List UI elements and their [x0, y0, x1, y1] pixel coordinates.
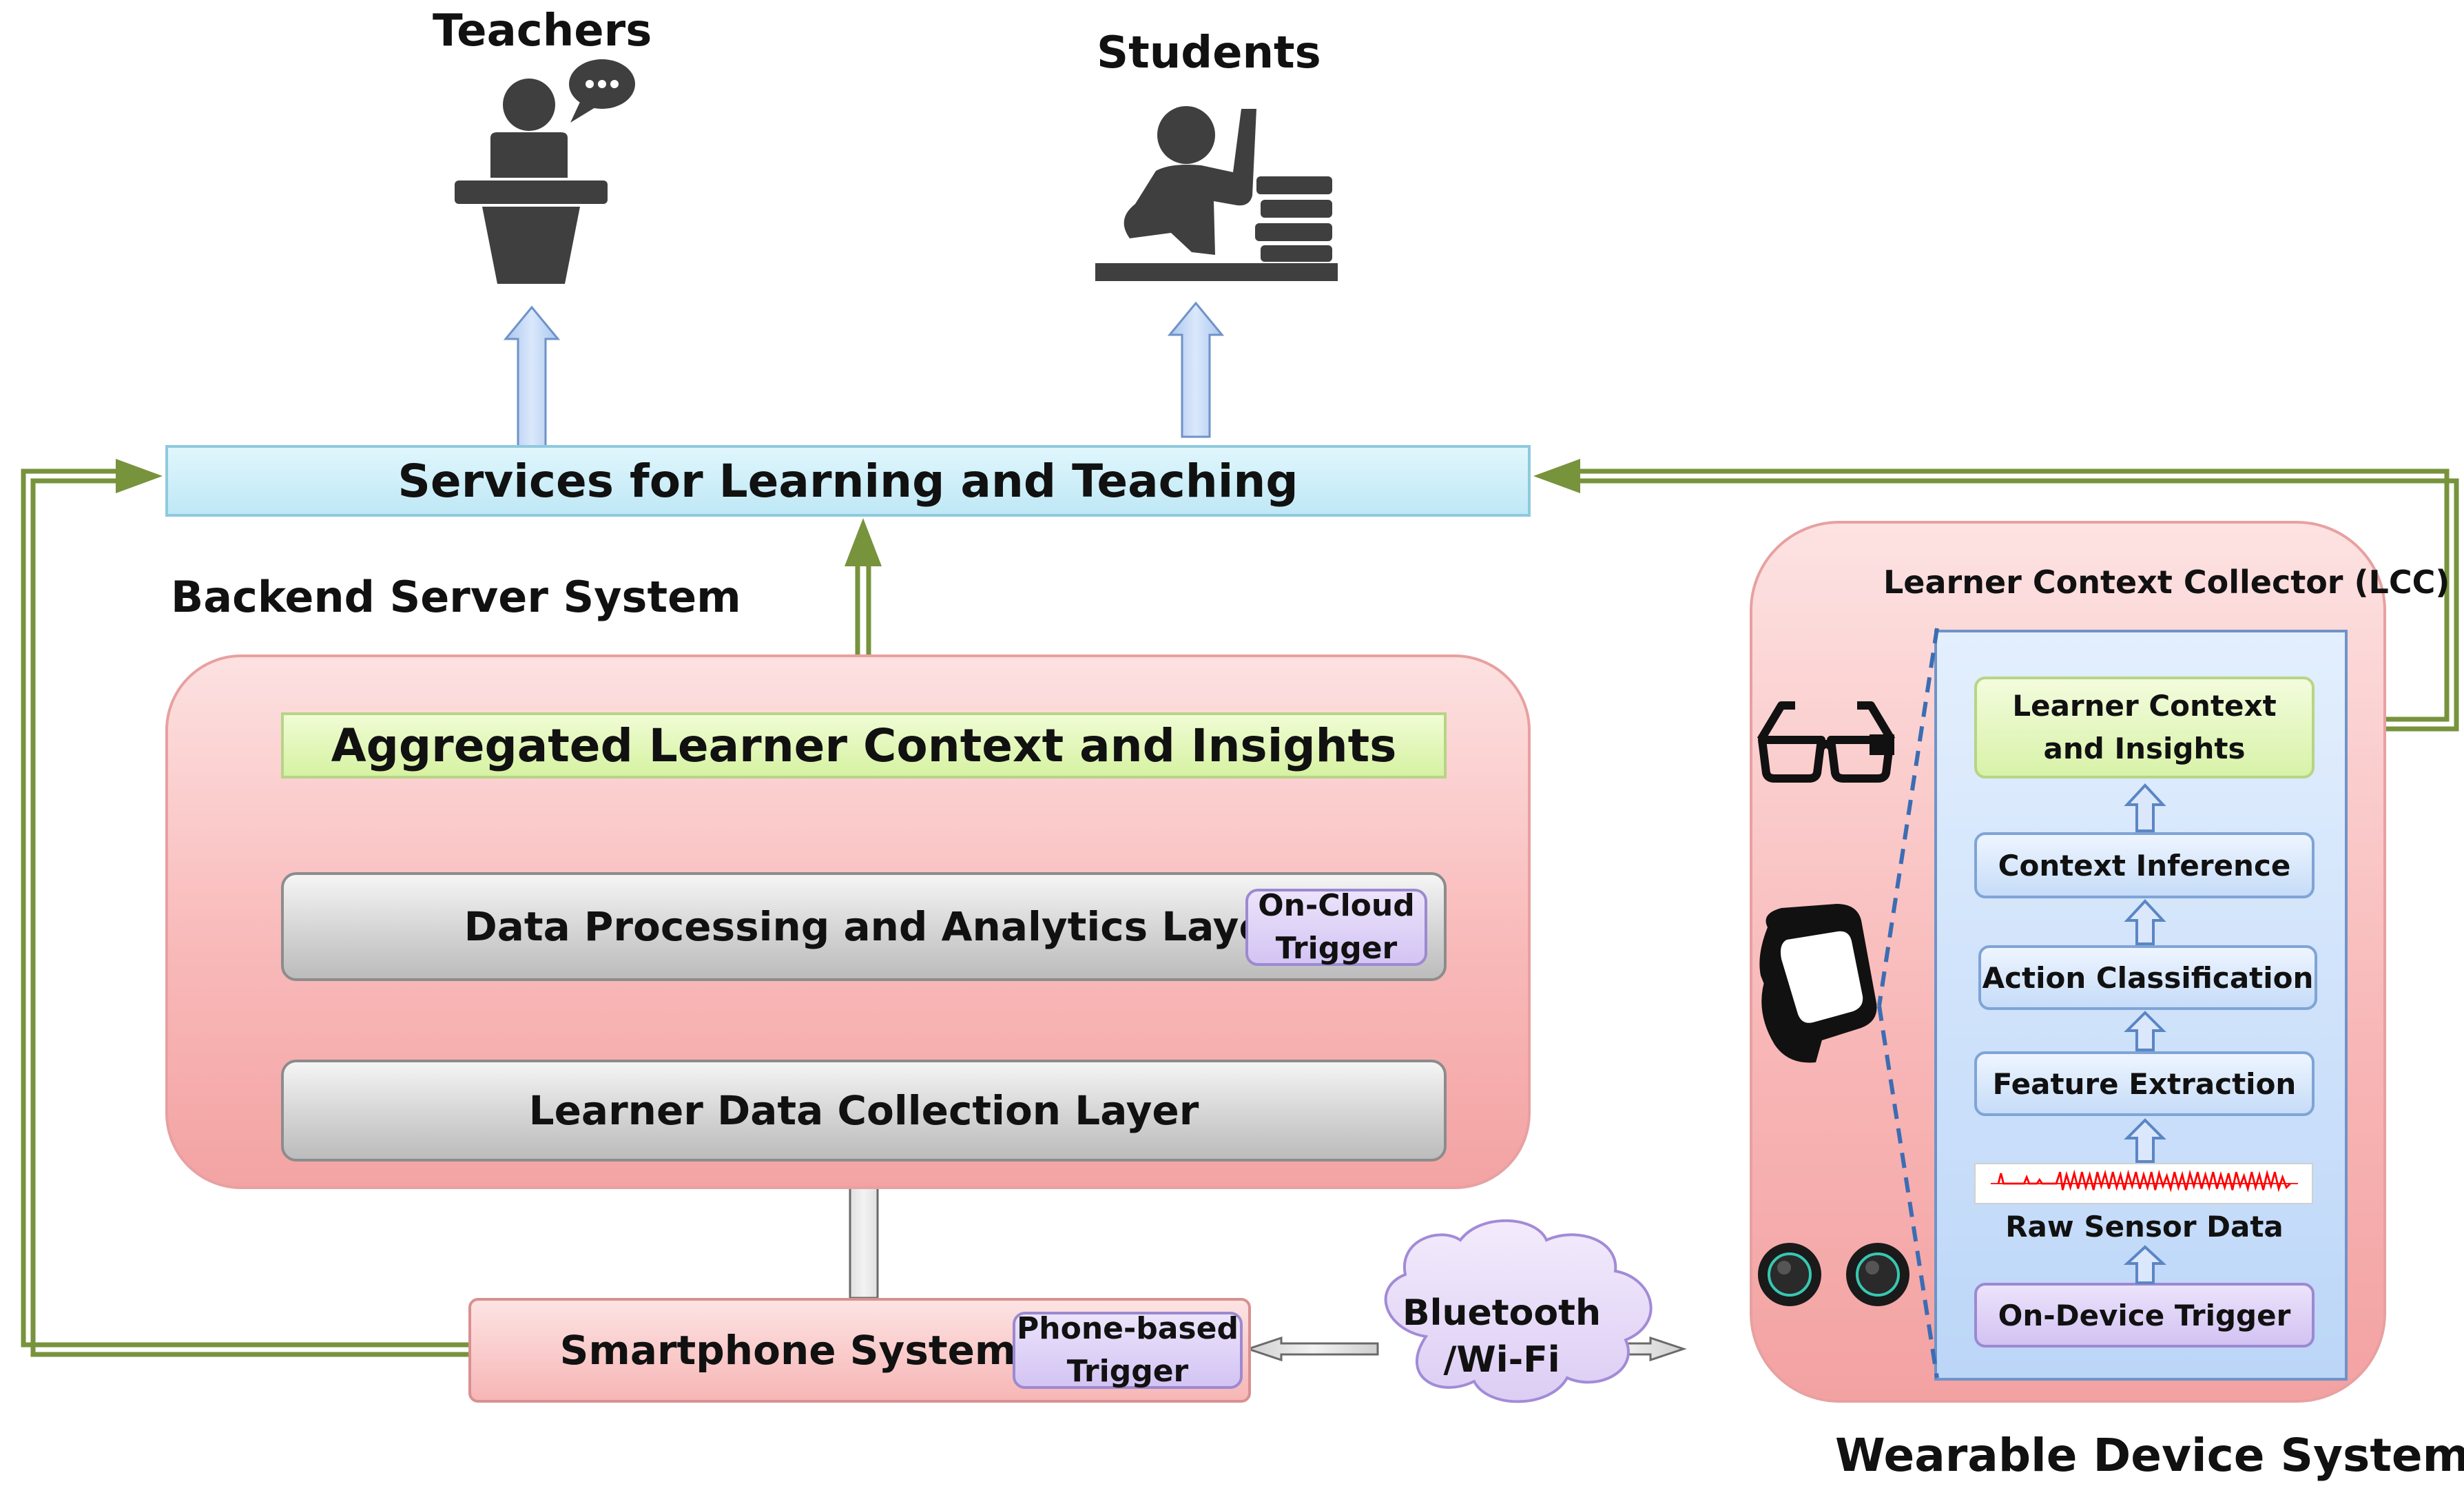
lcc-arrow-inference-to-insights [2124, 783, 2166, 832]
teacher-icon [455, 59, 635, 284]
phone-based-trigger: Phone-based Trigger [1013, 1311, 1243, 1389]
glasses-icon [1757, 701, 1896, 783]
collection-layer-box: Learner Data Collection Layer [281, 1060, 1447, 1162]
collection-layer-label: Learner Data Collection Layer [528, 1087, 1199, 1134]
action-classification-label: Action Classification [1982, 960, 2314, 995]
processing-layer-box: Data Processing and Analytics Layer On-C… [281, 872, 1447, 981]
feature-extraction-label: Feature Extraction [1992, 1066, 2297, 1101]
insights-line1: Learner Context [2012, 689, 2277, 723]
on-cloud-trigger: On-Cloud Trigger [1245, 888, 1427, 966]
student-icon [1095, 106, 1338, 281]
up-arrow-teachers [503, 305, 561, 448]
on-cloud-trigger-line1: On-Cloud [1258, 888, 1415, 923]
context-inference-label: Context Inference [1998, 848, 2291, 883]
students-label: Students [1097, 28, 1321, 79]
phone-trigger-line2: Trigger [1066, 1354, 1189, 1389]
bluetooth-label: Bluetooth [1402, 1292, 1601, 1334]
bluetooth-wifi-label: Bluetooth /Wi-Fi [1398, 1290, 1605, 1383]
phone-trigger-line1: Phone-based [1017, 1311, 1239, 1346]
lcc-arrow-raw-to-extraction [2124, 1118, 2166, 1163]
processing-layer-label: Data Processing and Analytics Layer [464, 903, 1286, 950]
earbuds-icon [1758, 1243, 1909, 1306]
smartphone-label: Smartphone System [559, 1327, 1017, 1374]
wearable-title: Wearable Device System [1835, 1429, 2464, 1482]
on-cloud-trigger-line2: Trigger [1275, 931, 1398, 966]
lcc-dashed-line [1877, 628, 1939, 1379]
teachers-label: Teachers [433, 6, 652, 56]
feedback-arrow-smartphone [21, 468, 470, 1357]
feature-extraction-box: Feature Extraction [1974, 1051, 2315, 1116]
feedback-arrowhead-right [1533, 459, 1580, 493]
context-inference-box: Context Inference [1974, 832, 2315, 898]
lcc-arrow-extraction-to-classification [2124, 1011, 2166, 1051]
aggregated-box: Aggregated Learner Context and Insights [281, 712, 1447, 778]
services-box: Services for Learning and Teaching [165, 445, 1531, 517]
lcc-title: Learner Context Collector (LCC) [1883, 564, 2450, 601]
on-device-trigger-label: On-Device Trigger [1998, 1298, 2291, 1332]
learner-context-insights-box: Learner Context and Insights [1974, 677, 2315, 778]
wifi-label: /Wi-Fi [1443, 1339, 1560, 1381]
on-device-trigger-box: On-Device Trigger [1974, 1283, 2315, 1348]
bluetooth-wifi-cloud [1384, 1219, 1653, 1403]
up-arrow-students [1167, 301, 1225, 438]
raw-sensor-signal-plot [1974, 1163, 2313, 1204]
action-classification-box: Action Classification [1978, 945, 2317, 1010]
backend-title: Backend Server System [171, 572, 741, 622]
smartwatch-icon [1759, 904, 1877, 1063]
feedback-arrowhead-left [116, 459, 163, 493]
smartphone-system-box: Smartphone System Phone-based Trigger [468, 1298, 1251, 1403]
services-label: Services for Learning and Teaching [397, 454, 1298, 508]
aggregated-label: Aggregated Learner Context and Insights [331, 719, 1397, 772]
lcc-arrow-classification-to-inference [2124, 899, 2166, 945]
insights-line2: and Insights [2043, 732, 2246, 765]
raw-sensor-data-label: Raw Sensor Data [2005, 1210, 2284, 1244]
lcc-arrow-trigger-to-raw [2123, 1245, 2167, 1284]
